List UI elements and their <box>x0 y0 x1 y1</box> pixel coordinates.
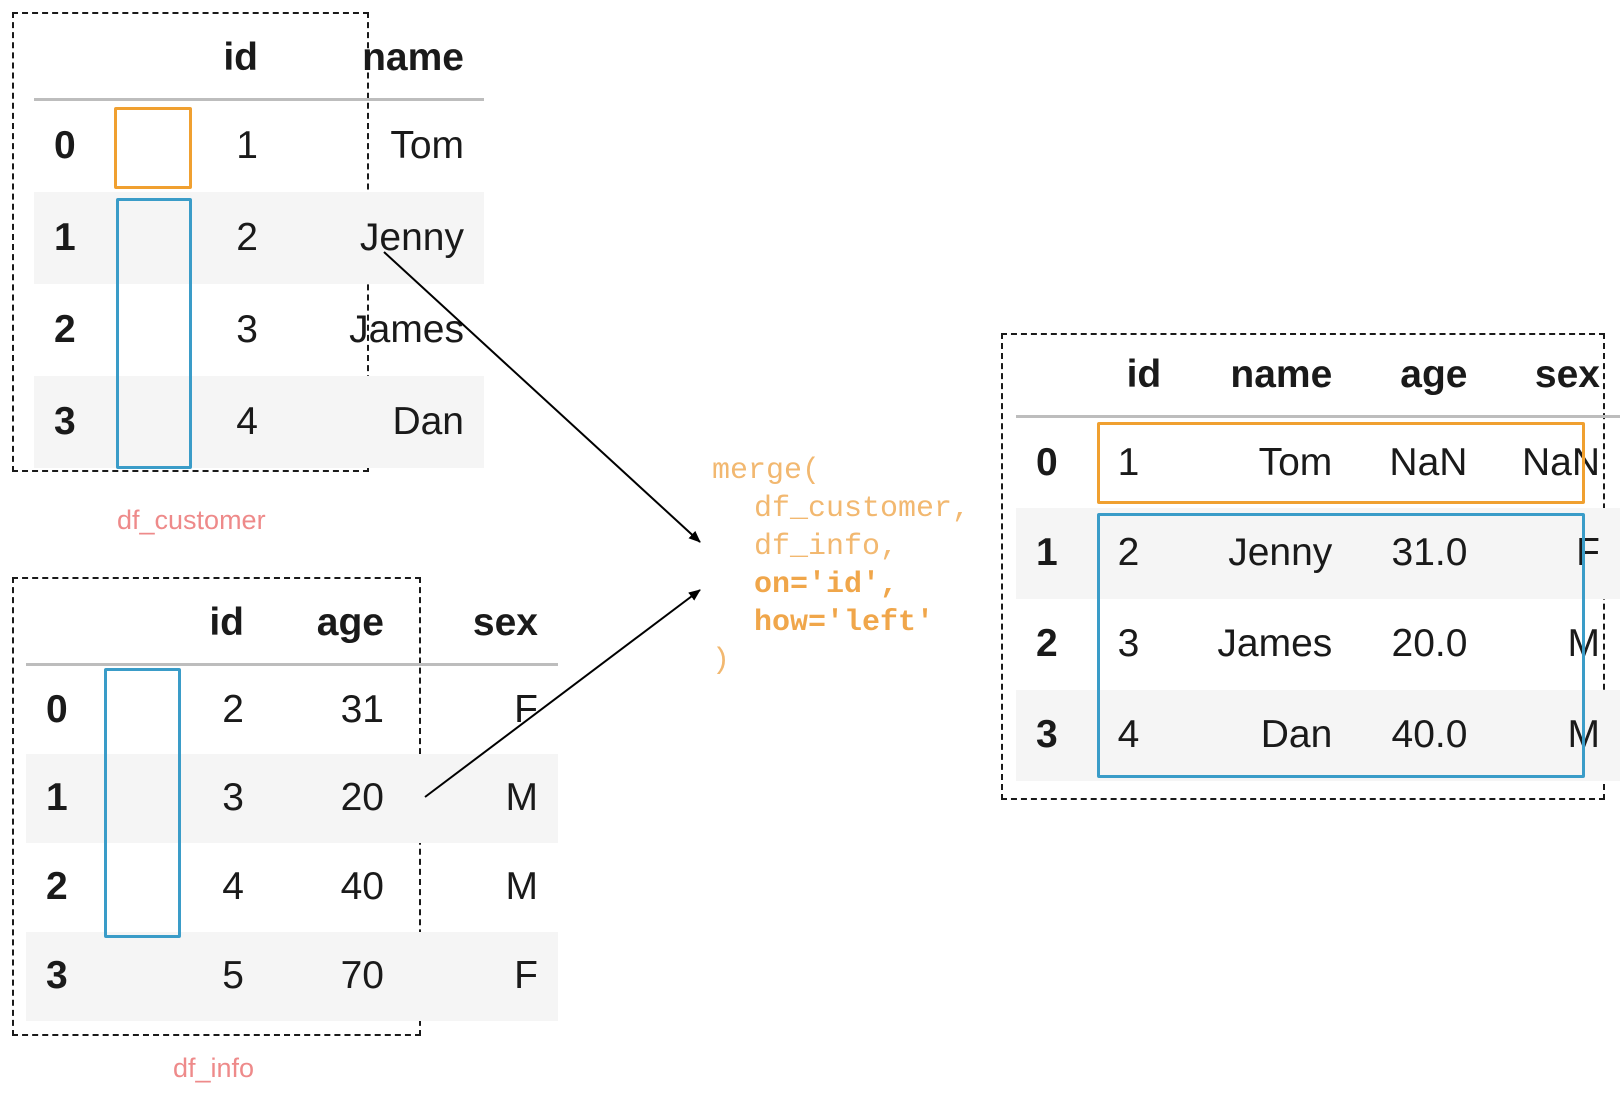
matched-ids-highlight <box>104 668 181 938</box>
cell-age: 70 <box>340 954 384 997</box>
code-line: df_customer, <box>754 492 971 526</box>
row-index: 0 <box>54 124 76 168</box>
column-header-age: age <box>264 583 404 666</box>
unmatched-row-highlight <box>1097 422 1585 504</box>
code-line: ) <box>712 644 731 678</box>
df-info-frame <box>12 577 421 1036</box>
arrow-customer-to-merge <box>383 251 701 543</box>
table-row: 3 4 Dan <box>34 375 484 468</box>
table-row: 3 4 Dan 40.0 M <box>1016 689 1620 781</box>
cell-id: 2 <box>222 687 244 731</box>
row-index: 3 <box>46 954 68 997</box>
row-index: 1 <box>46 776 68 819</box>
table-row: 2 3 James 20.0 M <box>1016 599 1620 690</box>
df-info-caption: df_info <box>173 1053 255 1083</box>
table-row: 1 2 Jenny <box>34 191 484 284</box>
index-header <box>26 583 148 666</box>
merge-code: merge( df_customer, df_info, on='id', ho… <box>712 452 970 680</box>
cell-age: 31.0 <box>1391 531 1468 574</box>
cell-name: James <box>1217 622 1333 665</box>
cell-name: Jenny <box>359 215 464 259</box>
df-customer-frame <box>12 12 369 472</box>
table-row: 0 1 Tom <box>34 100 484 192</box>
code-line-on: on='id', <box>754 568 899 602</box>
df-info-table: id age sex 0 2 31 F 1 3 20 M 2 4 40 M 3 … <box>26 583 558 1021</box>
cell-id: 4 <box>1117 713 1140 756</box>
index-header <box>1016 335 1098 418</box>
cell-id: 1 <box>236 124 258 168</box>
index-header <box>34 18 156 101</box>
cell-age: 40 <box>340 865 384 908</box>
cell-name: Jenny <box>1228 531 1333 574</box>
cell-id: 3 <box>222 776 244 819</box>
row-index: 3 <box>1036 713 1058 756</box>
matched-rows-highlight <box>1097 513 1585 778</box>
cell-age: 31 <box>340 687 384 731</box>
table-row: 0 1 Tom NaN NaN <box>1016 417 1620 508</box>
row-index: 3 <box>54 399 76 443</box>
cell-name: Tom <box>1258 440 1333 484</box>
cell-id: 5 <box>222 954 244 997</box>
table-row: 3 5 70 F <box>26 931 558 1021</box>
column-header-id: id <box>1097 335 1182 418</box>
df-customer-caption: df_customer <box>117 505 266 535</box>
row-index: 2 <box>46 865 68 908</box>
cell-name: Dan <box>392 399 464 443</box>
header-row: id name <box>34 18 484 101</box>
column-header-sex: sex <box>404 583 558 666</box>
cell-sex: F <box>514 954 538 997</box>
cell-name: Dan <box>1260 713 1333 756</box>
cell-id: 2 <box>236 215 258 259</box>
column-header-age: age <box>1352 335 1488 418</box>
cell-id: 4 <box>222 865 244 908</box>
column-header-id: id <box>156 18 278 101</box>
column-header-name: name <box>1181 335 1353 418</box>
cell-id: 3 <box>1117 622 1140 665</box>
result-frame <box>1001 333 1605 800</box>
code-line-how: how='left' <box>754 606 935 640</box>
cell-age: NaN <box>1389 440 1468 484</box>
table-row: 1 3 20 M <box>26 753 558 843</box>
cell-name: James <box>349 307 464 351</box>
arrow-info-to-merge <box>424 589 701 798</box>
cell-age: 40.0 <box>1391 713 1468 756</box>
cell-id: 1 <box>1117 440 1140 484</box>
table-row: 2 3 James <box>34 284 484 376</box>
column-header-id: id <box>148 583 264 666</box>
header-row: id age sex <box>26 583 558 666</box>
row-index: 2 <box>54 307 76 351</box>
code-line: merge( <box>712 454 821 488</box>
cell-id: 4 <box>236 399 258 443</box>
row-index: 2 <box>1036 622 1058 665</box>
code-line: df_info, <box>754 530 899 564</box>
matched-ids-highlight <box>116 198 192 469</box>
result-table: id name age sex 0 1 Tom NaN NaN 1 2 Jenn… <box>1016 335 1620 781</box>
cell-sex: NaN <box>1521 440 1600 484</box>
cell-id: 3 <box>236 307 258 351</box>
table-row: 0 2 31 F <box>26 665 558 754</box>
df-customer-table: id name 0 1 Tom 1 2 Jenny 2 3 James 3 4 … <box>34 18 484 468</box>
cell-name: Tom <box>390 124 464 168</box>
cell-sex: F <box>514 687 538 731</box>
row-index: 1 <box>54 215 76 259</box>
cell-sex: M <box>505 776 539 819</box>
column-header-name: name <box>278 18 484 101</box>
table-row: 1 2 Jenny 31.0 F <box>1016 507 1620 599</box>
cell-age: 20.0 <box>1391 622 1468 665</box>
header-row: id name age sex <box>1016 335 1620 418</box>
table-row: 2 4 40 M <box>26 843 558 932</box>
cell-age: 20 <box>340 776 384 819</box>
column-header-sex: sex <box>1487 335 1620 418</box>
row-index: 1 <box>1036 531 1058 574</box>
row-index: 0 <box>1036 440 1058 484</box>
cell-sex: M <box>505 865 539 908</box>
cell-id: 2 <box>1117 531 1140 574</box>
row-index: 0 <box>46 687 68 731</box>
unmatched-id-highlight <box>114 107 192 189</box>
